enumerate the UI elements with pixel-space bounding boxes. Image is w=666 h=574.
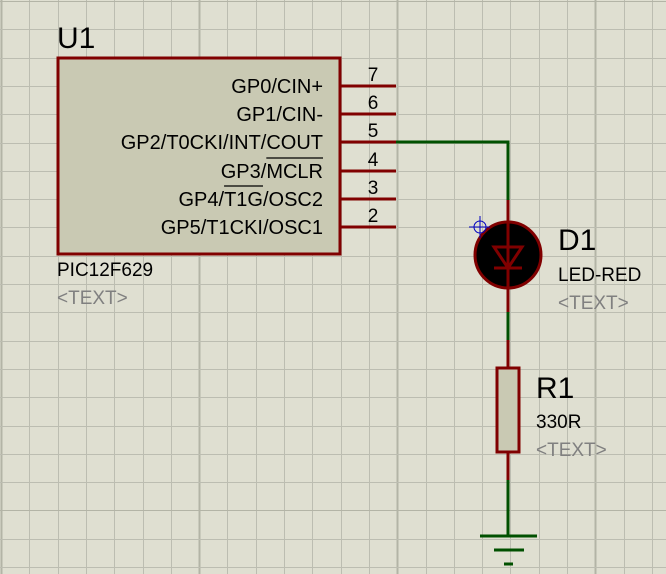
u1-pin-number: 7 (368, 65, 379, 86)
u1-pin-number: 6 (368, 93, 379, 114)
r1-ref-label: R1 (536, 372, 574, 405)
origin-crosshair-icon (469, 216, 490, 238)
u1-pin-number: 3 (368, 178, 379, 199)
r1-body[interactable] (495, 366, 521, 454)
r1-text-placeholder: <TEXT> (536, 440, 607, 461)
u1-pin-label: GP5/T1CKI/OSC1 (161, 217, 323, 239)
u1-pins: 7GP0/CIN+6GP1/CIN-5GP2/T0CKI/INT/COUT4GP… (121, 65, 396, 239)
u1-pin-label: GP2/T0CKI/INT/COUT (121, 132, 323, 154)
ground-symbol-icon[interactable] (480, 534, 537, 566)
u1-part-label: PIC12F629 (57, 260, 153, 281)
d1-component[interactable]: D1 LED-RED <TEXT> (469, 200, 641, 314)
u1-component[interactable]: U1 7GP0/CIN+6GP1/CIN-5GP2/T0CKI/INT/COUT… (56, 22, 396, 309)
u1-pin-label: GP3/MCLR (221, 161, 323, 183)
diode-triangle-icon (491, 245, 525, 271)
u1-pin-label: GP0/CIN+ (231, 76, 323, 98)
u1-pin-number: 2 (368, 206, 379, 227)
d1-text-placeholder: <TEXT> (558, 293, 629, 314)
u1-pin-label: GP1/CIN- (236, 104, 323, 126)
u1-pin-number: 4 (368, 150, 379, 171)
u1-ref-label: U1 (57, 22, 95, 55)
u1-pin-number: 5 (368, 121, 379, 142)
d1-ref-label: D1 (558, 224, 596, 257)
u1-body[interactable] (56, 56, 342, 256)
u1-text-placeholder: <TEXT> (57, 288, 128, 309)
r1-value-label: 330R (536, 412, 581, 433)
r1-component[interactable]: R1 330R <TEXT> (495, 340, 607, 480)
u1-pin-label: GP4/T1G/OSC2 (179, 189, 324, 211)
d1-part-label: LED-RED (558, 265, 641, 286)
wire-gp2-to-led[interactable] (396, 140, 510, 208)
wires (396, 140, 510, 536)
